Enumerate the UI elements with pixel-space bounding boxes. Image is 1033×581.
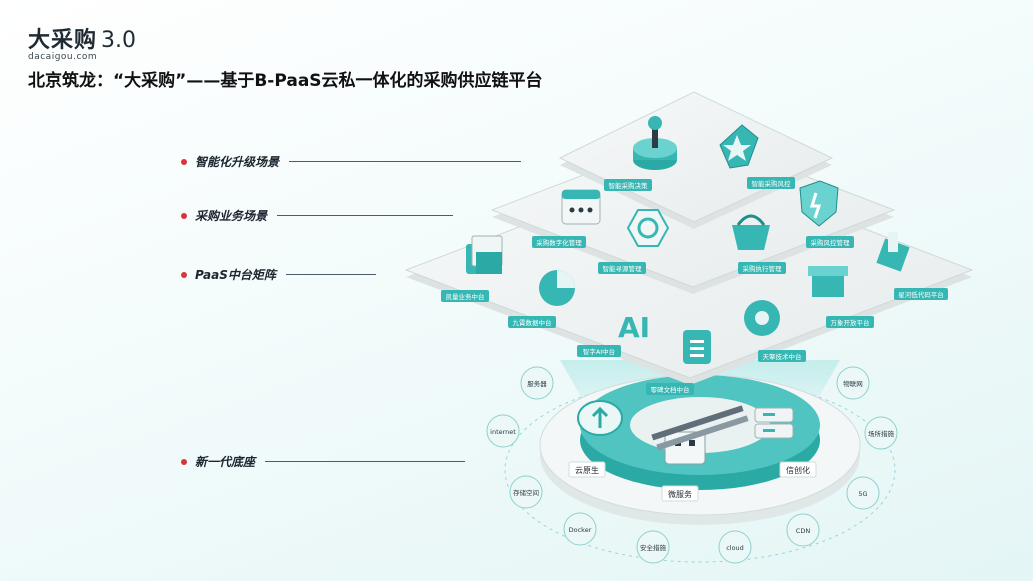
- svg-text:AI: AI: [618, 311, 650, 344]
- svg-text:微服务: 微服务: [668, 489, 692, 499]
- document-icon: [683, 330, 711, 364]
- pie-chart-icon: [539, 270, 575, 306]
- ring-node: Docker: [563, 512, 597, 546]
- leader-line: [277, 215, 454, 216]
- brand-domain: dacaigou.com: [28, 52, 98, 62]
- module-label-ai-center: 智字AI中台: [577, 345, 621, 357]
- module-label-execution: 采购执行管理: [738, 262, 786, 274]
- outer-ring: [504, 377, 896, 563]
- bullet-dot: [181, 212, 187, 219]
- cloud-native-icon: [577, 400, 623, 436]
- layer-label-text: 智能化升级场景: [195, 155, 280, 169]
- ring-node: CDN: [786, 513, 820, 547]
- base-label-microservice: 微服务: [661, 485, 699, 502]
- module-label-digital-mgmt: 采购数字化管理: [532, 236, 586, 248]
- shield-star-icon: [719, 124, 759, 169]
- ring-node: 5G: [846, 476, 880, 510]
- ring-node: 场所措施: [864, 416, 898, 450]
- svg-text:CDN: CDN: [796, 527, 811, 535]
- layer-label-business: 采购业务场景: [181, 207, 454, 224]
- base-platform: 云原生 微服务 信创化: [504, 374, 896, 563]
- svg-text:采购风控管理: 采购风控管理: [811, 238, 851, 247]
- brand-version: 3.0: [101, 28, 137, 53]
- svg-text:服务器: 服务器: [527, 379, 547, 388]
- gear-icon: [744, 300, 780, 336]
- joystick-icon: [633, 116, 677, 170]
- module-label-smart-decision: 智能采购决策: [604, 179, 652, 191]
- ring-node: 服务器: [520, 366, 554, 400]
- module-label-smart-tender: 智能寻源管理: [598, 262, 646, 274]
- module-label-lowcode-platform: 星河低代码平台: [894, 288, 948, 300]
- bullet-dot: [181, 458, 187, 465]
- bullet-dot: [181, 271, 187, 278]
- ring-node: 物联网: [836, 366, 870, 400]
- svg-text:采购数字化管理: 采购数字化管理: [536, 238, 582, 247]
- calendar-icon: [561, 189, 601, 225]
- basket-icon: [732, 214, 770, 250]
- layer-label-paas: PaaS中台矩阵: [181, 266, 376, 283]
- svg-text:智字AI中台: 智字AI中台: [583, 347, 615, 356]
- ring-node: 存储空间: [509, 475, 543, 509]
- svg-text:5G: 5G: [858, 490, 867, 498]
- svg-text:零碑文档中台: 零碑文档中台: [651, 385, 690, 394]
- leader-line: [265, 461, 466, 462]
- svg-text:安全措施: 安全措施: [640, 543, 667, 552]
- module-label-risk-mgmt: 采购风控管理: [806, 236, 854, 248]
- page-title: 北京筑龙：“大采购”——基于B-PaaS云私一体化的采购供应链平台: [28, 71, 543, 91]
- svg-text:智能采购风控: 智能采购风控: [752, 179, 792, 188]
- layer-label-base: 新一代底座: [181, 453, 466, 470]
- shield-icon: [799, 180, 839, 227]
- svg-text:cloud: cloud: [726, 544, 744, 552]
- base-label-cloud-native: 云原生: [568, 461, 606, 478]
- module-label-open-platform: 万象开放平台: [826, 316, 874, 328]
- ring-node: 安全措施: [636, 530, 670, 564]
- svg-text:九霄数据中台: 九霄数据中台: [513, 318, 552, 327]
- svg-text:智能寻源管理: 智能寻源管理: [603, 264, 643, 273]
- svg-text:internet: internet: [490, 428, 516, 436]
- svg-text:场所措施: 场所措施: [868, 429, 895, 438]
- module-label-tech-center: 天擎技术中台: [758, 350, 806, 362]
- svg-text:采购执行管理: 采购执行管理: [743, 264, 783, 273]
- layer-label-text: 采购业务场景: [195, 209, 268, 223]
- store-icon: [808, 266, 848, 297]
- lowcode-icon: [876, 232, 910, 272]
- layer-label-intelligent: 智能化升级场景: [181, 153, 522, 170]
- conveyor-icon: [651, 405, 749, 451]
- svg-text:Docker: Docker: [569, 526, 592, 534]
- ring-node: internet: [486, 414, 520, 448]
- ai-icon: AI: [618, 311, 650, 344]
- svg-text:天擎技术中台: 天擎技术中台: [763, 352, 802, 361]
- layer-label-text: PaaS中台矩阵: [195, 268, 276, 282]
- svg-text:存储空间: 存储空间: [513, 488, 539, 497]
- module-label-data-center: 凯量业务中台: [441, 290, 489, 302]
- svg-text:万象开放平台: 万象开放平台: [831, 318, 870, 327]
- module-label-smart-risk: 智能采购风控: [747, 177, 795, 189]
- ring-nodes: 服务器 物联网 internet 场所措施 存储空间 5G Docker CDN…: [486, 366, 898, 564]
- module-label-doc-center: 零碑文档中台: [646, 383, 694, 395]
- server-icon: [754, 407, 794, 439]
- folder-icon: [466, 235, 503, 274]
- svg-text:凯量业务中台: 凯量业务中台: [446, 292, 485, 301]
- svg-text:智能采购决策: 智能采购决策: [609, 181, 649, 190]
- brand-name: 大采购: [28, 28, 98, 53]
- module-label-data-platform: 九霄数据中台: [508, 316, 556, 328]
- bullet-dot: [181, 158, 187, 165]
- svg-text:星河低代码平台: 星河低代码平台: [898, 290, 944, 299]
- svg-text:云原生: 云原生: [575, 465, 599, 475]
- refresh-icon: [626, 209, 670, 247]
- layer-label-text: 新一代底座: [195, 455, 256, 469]
- base-label-xinchuang: 信创化: [779, 461, 817, 478]
- svg-text:物联网: 物联网: [843, 379, 863, 388]
- leader-line: [285, 274, 376, 275]
- leader-line: [289, 161, 522, 162]
- ring-node: cloud: [718, 530, 752, 564]
- svg-text:信创化: 信创化: [786, 465, 810, 475]
